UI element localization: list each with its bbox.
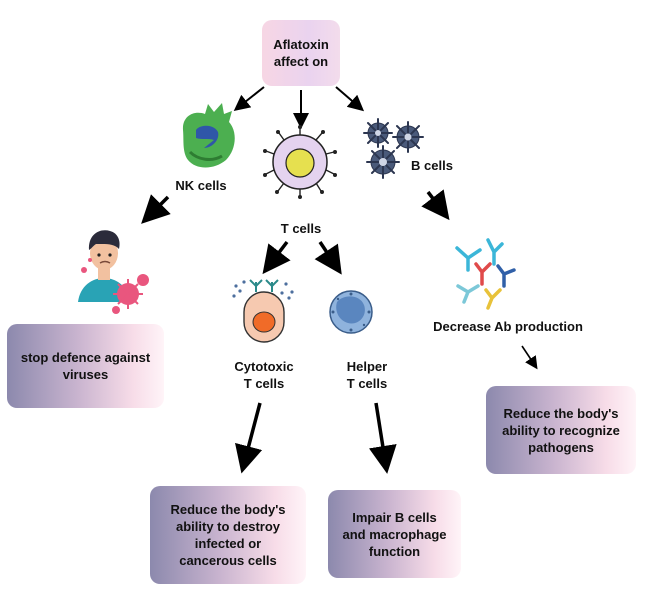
- arrow-t-to-helper: [314, 241, 342, 275]
- arrow-t-to-cytotoxic: [262, 240, 291, 275]
- title-box: Aflatoxin affect on: [262, 20, 340, 86]
- outcome-helper-text: Impair B cells and macrophage function: [342, 509, 447, 559]
- helper-t-cells-label: Helper T cells: [346, 359, 388, 391]
- outcome-cytotoxic-box: Reduce the body's ability to destroy inf…: [150, 486, 306, 584]
- arrow-cytotoxic-to-outcome: [235, 402, 263, 474]
- arrow-title-to-b: [335, 86, 365, 112]
- arrow-ab-to-outcome: [521, 345, 538, 370]
- arrow-nk-to-person: [141, 194, 171, 224]
- outcome-b-text: Reduce the body's ability to recognize p…: [502, 405, 620, 455]
- outcome-nk-box: stop defence against viruses: [7, 324, 164, 408]
- cytotoxic-t-cells-label: Cytotoxic T cells: [234, 359, 294, 391]
- outcome-nk-text: stop defence against viruses: [20, 350, 151, 382]
- outcome-b-box: Reduce the body's ability to recognize p…: [486, 386, 636, 474]
- arrow-b-to-antibodies: [421, 189, 450, 221]
- decrease-ab-label: Decrease Ab production: [433, 319, 583, 334]
- t-cells-label: T cells: [280, 221, 322, 236]
- title-text: Aflatoxin affect on: [273, 37, 329, 69]
- arrow-title-to-nk: [233, 86, 265, 111]
- nk-cells-label: NK cells: [175, 178, 227, 193]
- outcome-helper-box: Impair B cells and macrophage function: [328, 490, 461, 578]
- arrow-helper-to-outcome: [368, 402, 397, 474]
- b-cells-label: B cells: [411, 158, 453, 173]
- outcome-cytotoxic-text: Reduce the body's ability to destroy inf…: [170, 502, 286, 568]
